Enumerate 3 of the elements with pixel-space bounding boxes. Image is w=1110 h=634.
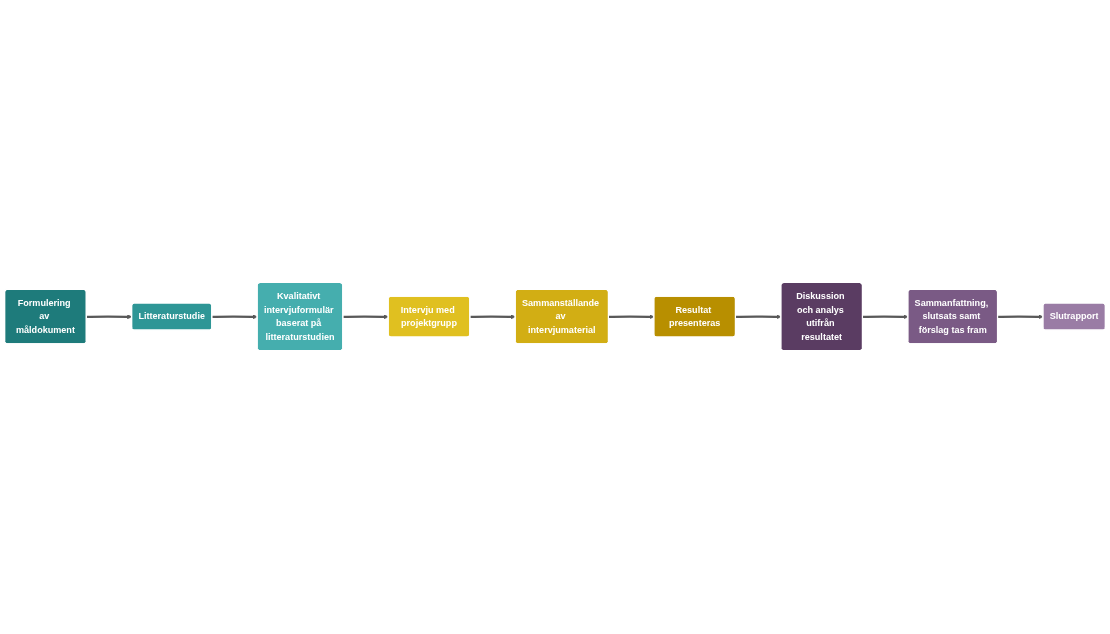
arrow xyxy=(470,314,516,320)
arrow xyxy=(343,314,389,320)
arrow xyxy=(212,314,258,320)
